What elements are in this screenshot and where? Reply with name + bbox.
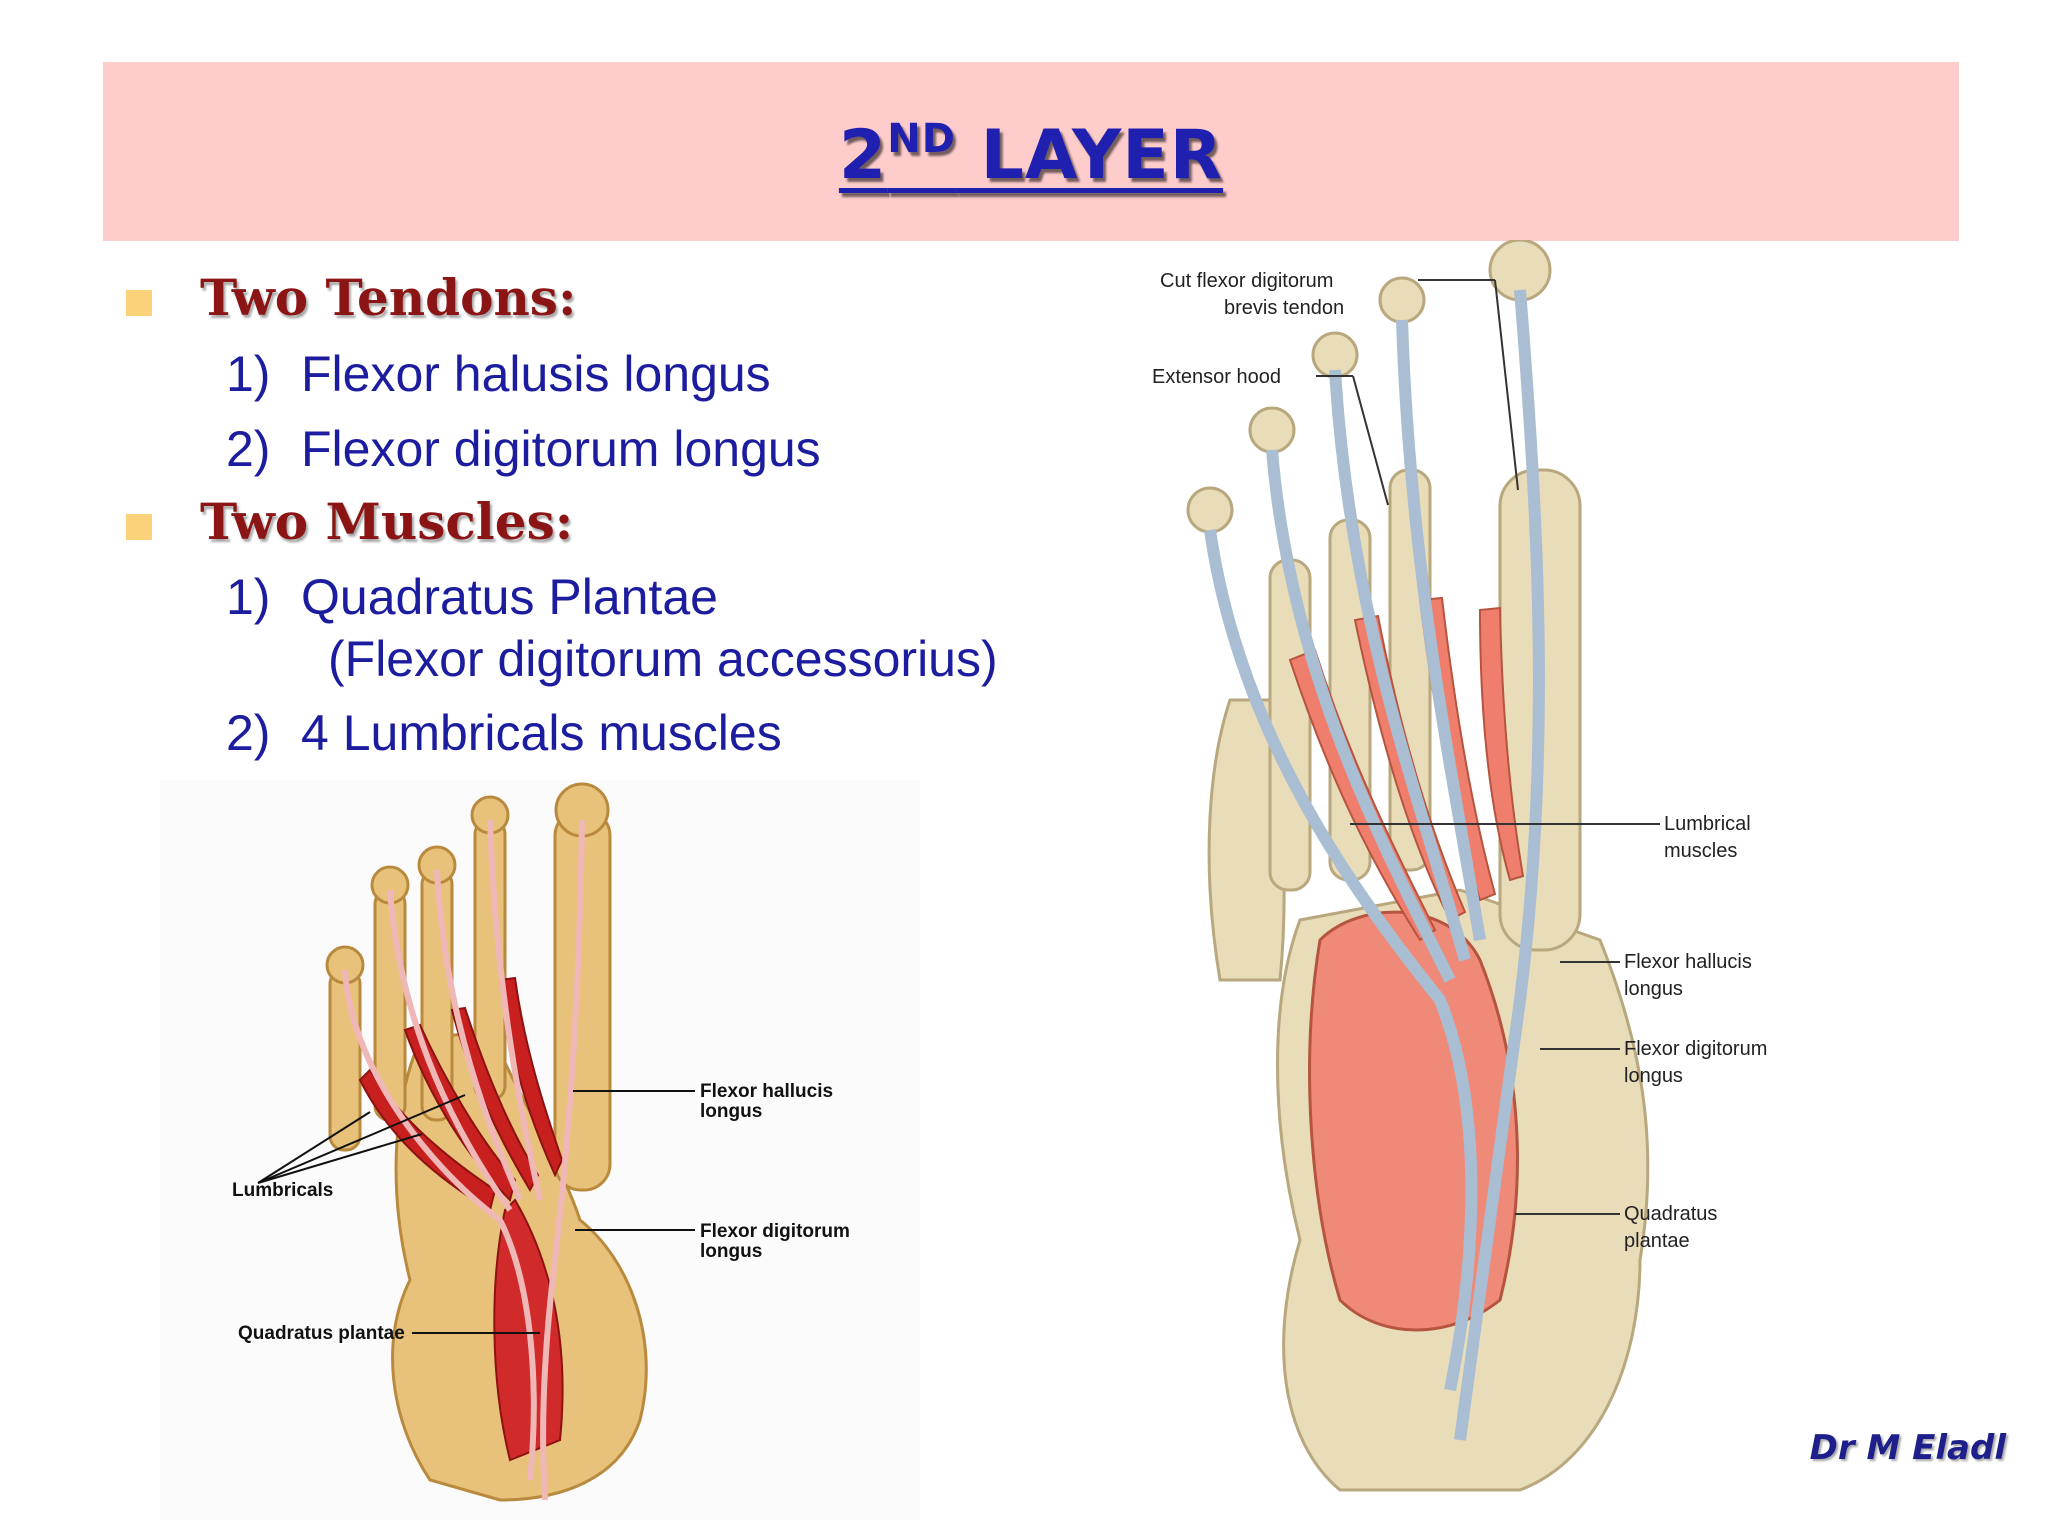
label-qp-2: plantae	[1624, 1230, 1690, 1252]
list-item: 1)Flexor halusis longus	[226, 346, 771, 402]
label-extensor-hood: Extensor hood	[1152, 366, 1281, 388]
label-fhl-2: longus	[1624, 978, 1683, 1000]
bullet-square	[126, 514, 152, 540]
right-foot-illustration: Cut flexor digitorum brevis tendon Exten…	[1152, 240, 1767, 1492]
flexor-tendons	[342, 819, 585, 1501]
label-lumbricals: Lumbricals	[232, 1180, 333, 1201]
section-heading-muscles: Two Muscles:	[200, 492, 574, 551]
label-lumbrical-2: muscles	[1664, 840, 1737, 862]
label-lumbrical-1: Lumbrical	[1664, 813, 1751, 835]
section-heading-tendons: Two Tendons:	[200, 268, 577, 327]
label-flexor-hallucis-1: Flexor hallucis	[700, 1081, 833, 1102]
label-flexor-digitorum-1: Flexor digitorum	[700, 1221, 850, 1242]
list-item: 2)Flexor digitorum longus	[226, 421, 821, 477]
list-item: 2)4 Lumbricals muscles	[226, 705, 782, 761]
author-credit: Dr M Eladl	[1809, 1428, 2006, 1468]
label-flexor-hallucis-2: longus	[700, 1101, 762, 1122]
flexor-tendons-right	[1204, 289, 1545, 1441]
slide-title: 2ND LAYER	[838, 116, 1224, 195]
label-cut-flexor-1: Cut flexor digitorum	[1160, 270, 1333, 292]
label-fdl-2: longus	[1624, 1065, 1683, 1087]
title-banner: 2ND LAYER	[103, 62, 1959, 241]
left-leader-lines	[257, 1090, 695, 1334]
label-cut-flexor-2: brevis tendon	[1224, 297, 1344, 319]
label-fdl-1: Flexor digitorum	[1624, 1038, 1767, 1060]
right-leader-lines	[1316, 279, 1660, 1215]
label-qp-1: Quadratus	[1624, 1203, 1717, 1225]
list-item-sub: (Flexor digitorum accessorius)	[328, 631, 998, 687]
list-item: 1)Quadratus Plantae	[226, 569, 718, 625]
label-fhl-1: Flexor hallucis	[1624, 951, 1752, 973]
left-foot-illustration: Flexor hallucis longus Lumbricals Flexor…	[160, 780, 920, 1520]
bullet-square	[126, 290, 152, 316]
title-superscript: ND	[887, 116, 956, 162]
label-quadratus-plantae: Quadratus plantae	[238, 1323, 405, 1344]
label-flexor-digitorum-2: longus	[700, 1241, 762, 1262]
